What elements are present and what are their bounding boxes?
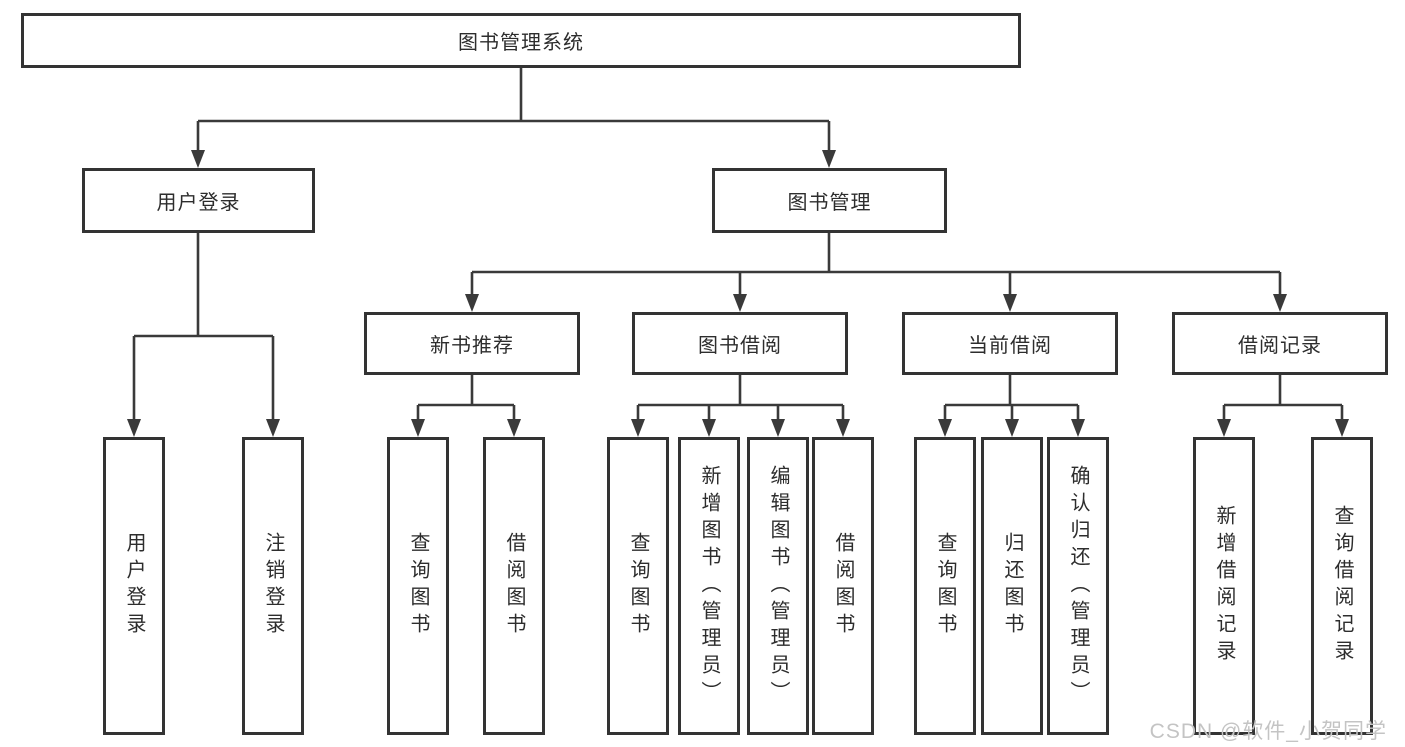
leaf-logout: 注销登录 <box>242 437 304 735</box>
leaf-label: 注销登录 <box>262 532 284 640</box>
leaf-add-book-admin: 新增图书（管理员） <box>678 437 740 735</box>
node-book-borrowing: 图书借阅 <box>632 312 848 375</box>
leaf-label: 确认归还（管理员） <box>1067 464 1089 708</box>
node-new-book-recommendation: 新书推荐 <box>364 312 580 375</box>
leaf-edit-book-admin: 编辑图书（管理员） <box>747 437 809 735</box>
leaf-label: 归还图书 <box>1001 532 1023 640</box>
leaf-query-books-recommend: 查询图书 <box>387 437 449 735</box>
leaf-return-books: 归还图书 <box>981 437 1043 735</box>
csdn-watermark: CSDN @软件_小贺同学 <box>1149 720 1387 743</box>
leaf-borrow-books-recommend: 借阅图书 <box>483 437 545 735</box>
leaf-label: 用户登录 <box>123 532 145 640</box>
leaf-query-borrow-record: 查询借阅记录 <box>1311 437 1373 735</box>
leaf-add-borrow-record: 新增借阅记录 <box>1193 437 1255 735</box>
leaf-label: 编辑图书（管理员） <box>767 464 789 708</box>
leaf-label: 查询图书 <box>934 532 956 640</box>
leaf-user-login: 用户登录 <box>103 437 165 735</box>
leaf-label: 新增借阅记录 <box>1213 505 1235 667</box>
leaf-label: 借阅图书 <box>832 532 854 640</box>
node-borrowing-records: 借阅记录 <box>1172 312 1388 375</box>
leaf-label: 借阅图书 <box>503 532 525 640</box>
node-current-borrowing: 当前借阅 <box>902 312 1118 375</box>
leaf-label: 查询图书 <box>627 532 649 640</box>
leaf-borrow-books: 借阅图书 <box>812 437 874 735</box>
node-library-management-system: 图书管理系统 <box>21 13 1021 68</box>
leaf-query-books-current: 查询图书 <box>914 437 976 735</box>
leaf-query-books-borrow: 查询图书 <box>607 437 669 735</box>
node-book-management: 图书管理 <box>712 168 947 233</box>
leaf-confirm-return-admin: 确认归还（管理员） <box>1047 437 1109 735</box>
leaf-label: 新增图书（管理员） <box>698 464 720 708</box>
leaf-label: 查询图书 <box>407 532 429 640</box>
leaf-label: 查询借阅记录 <box>1331 505 1353 667</box>
node-user-login: 用户登录 <box>82 168 315 233</box>
